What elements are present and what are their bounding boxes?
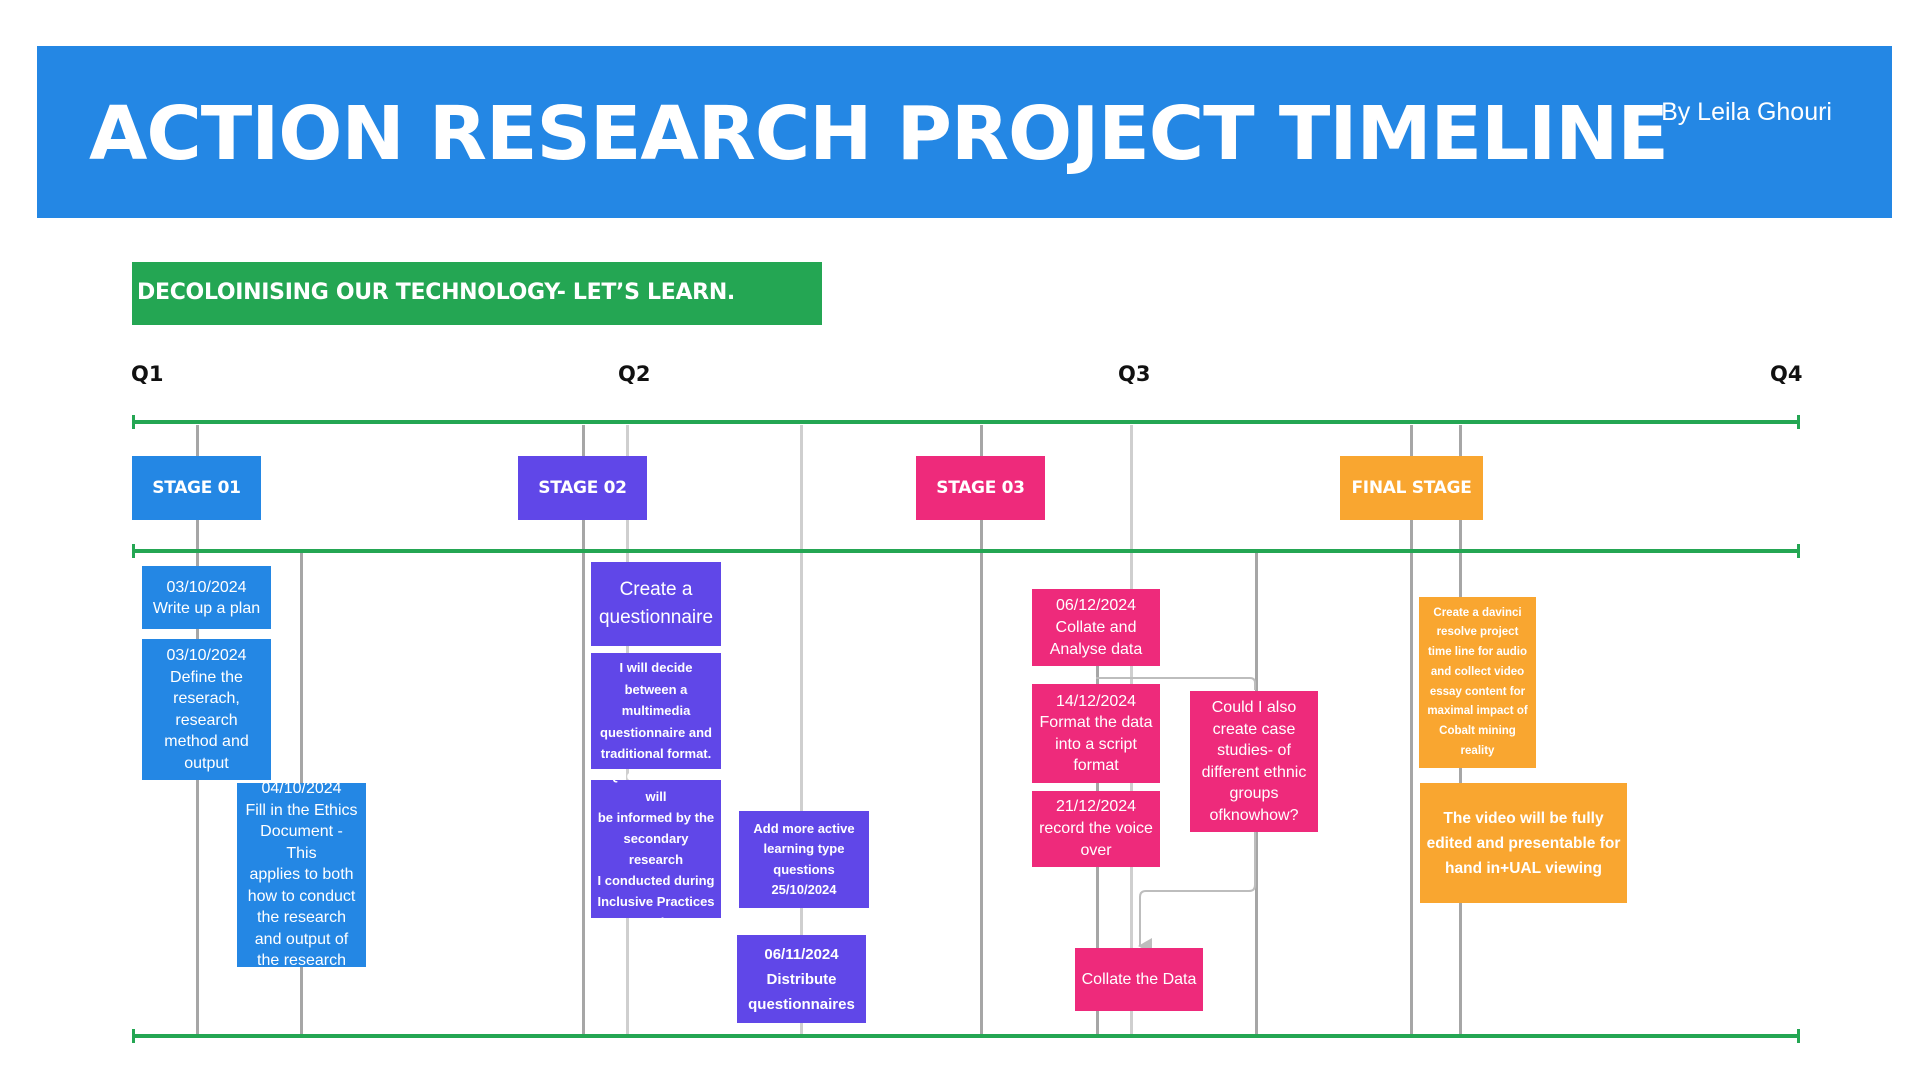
task-card-record-voiceover: 21/12/2024 record the voice over	[1032, 791, 1160, 867]
timeline-guide	[980, 425, 983, 1037]
task-card-format-script: 14/12/2024 Format the data into a script…	[1032, 684, 1160, 783]
page-title: ACTION RESEARCH PROJECT TIMELINE	[89, 91, 1669, 177]
connector-to-collate-data	[1138, 832, 1256, 954]
timeline-bottom-line	[132, 1029, 1800, 1043]
task-card-distribute-questionnaires: 06/11/2024 Distribute questionnaires	[737, 935, 866, 1023]
task-card-create-questionnaire: Create a questionnaire	[591, 562, 721, 646]
timeline-middle-line	[132, 544, 1800, 558]
quarter-label-q3: Q3	[1118, 362, 1151, 386]
task-card-case-studies: Could I also create case studies- of dif…	[1190, 691, 1318, 832]
author-label: By Leila Ghouri	[1661, 98, 1832, 126]
task-card-collate-analyse: 06/12/2024 Collate and Analyse data	[1032, 589, 1160, 666]
task-card-davinci-project: Create a davinci resolve project time li…	[1419, 597, 1536, 768]
header-banner: ACTION RESEARCH PROJECT TIMELINE By Leil…	[37, 46, 1892, 218]
task-card-questionnaire-format: I will decide between a multimedia quest…	[591, 653, 721, 769]
final-stage-label: FINAL STAGE	[1340, 456, 1483, 520]
quarter-label-q2: Q2	[618, 362, 651, 386]
timeline-guide	[1410, 425, 1413, 1037]
timeline-top-line	[132, 415, 1800, 429]
task-card-active-learning: Add more active learning type questions …	[739, 811, 869, 908]
stage-02-label: STAGE 02	[518, 456, 647, 520]
task-card-final-video: The video will be fully edited and prese…	[1420, 783, 1627, 903]
timeline-guide	[800, 425, 803, 1037]
subtitle-banner: DECOLOINISING OUR TECHNOLOGY- LET’S LEAR…	[132, 262, 822, 325]
task-card-ethics-document: 04/10/2024 Fill in the Ethics Document -…	[237, 780, 366, 969]
stage-03-label: STAGE 03	[916, 456, 1045, 520]
timeline-guide	[582, 425, 585, 1037]
stage-01-label: STAGE 01	[132, 456, 261, 520]
task-card-write-plan: 03/10/2024 Write up a plan	[142, 566, 271, 629]
subtitle-text: DECOLOINISING OUR TECHNOLOGY- LET’S LEAR…	[137, 280, 735, 305]
task-card-define-research: 03/10/2024 Define the reserach, research…	[142, 639, 271, 780]
quarter-label-q4: Q4	[1770, 362, 1803, 386]
task-card-collate-data: Collate the Data	[1075, 948, 1203, 1011]
connector-to-case-studies	[1096, 677, 1256, 690]
task-card-secondary-research: Questionnaires will be informed by the s…	[591, 768, 721, 930]
quarter-label-q1: Q1	[131, 362, 164, 386]
